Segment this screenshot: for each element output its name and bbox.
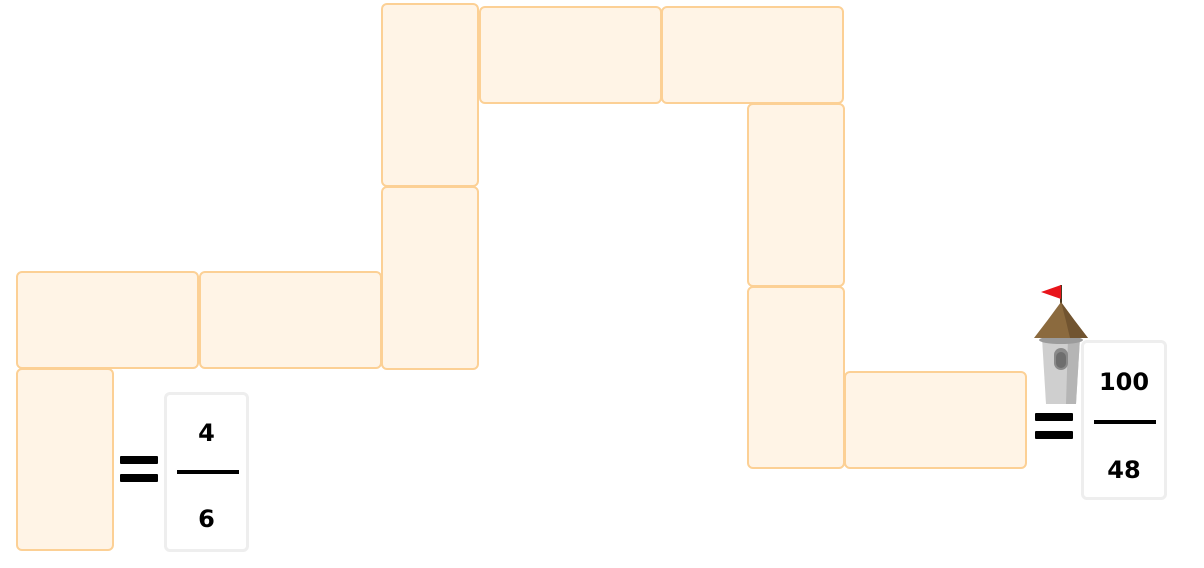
start-equals-icon: [120, 456, 158, 484]
path-slot-10[interactable]: [844, 371, 1027, 469]
goal-fraction-card: 100 48: [1081, 340, 1167, 500]
path-slot-6[interactable]: [479, 6, 662, 104]
goal-equals-icon: [1035, 413, 1073, 441]
path-slot-9[interactable]: [747, 286, 845, 469]
start-fraction-card: 4 6: [164, 392, 249, 552]
path-slot-4[interactable]: [381, 186, 479, 370]
tower-shade: [1066, 338, 1080, 404]
goal-fraction-numerator: 100: [1098, 368, 1150, 396]
flag-icon: [1041, 285, 1061, 299]
path-slot-5[interactable]: [381, 3, 479, 187]
start-fraction-numerator: 4: [198, 419, 215, 447]
path-slot-2[interactable]: [16, 271, 199, 369]
goal-fraction-bar: [1094, 420, 1156, 424]
start-fraction-bar: [177, 470, 239, 474]
start-fraction-denominator: 6: [198, 505, 215, 533]
path-slot-8[interactable]: [747, 103, 845, 287]
path-slot-1[interactable]: [16, 368, 114, 551]
tower-window-inner: [1056, 352, 1066, 368]
tower-roof-shade: [1061, 302, 1088, 338]
path-slot-7[interactable]: [661, 6, 844, 104]
castle-tower-icon: [1034, 285, 1088, 404]
path-slot-3[interactable]: [199, 271, 382, 369]
goal-fraction-denominator: 48: [1107, 456, 1141, 484]
